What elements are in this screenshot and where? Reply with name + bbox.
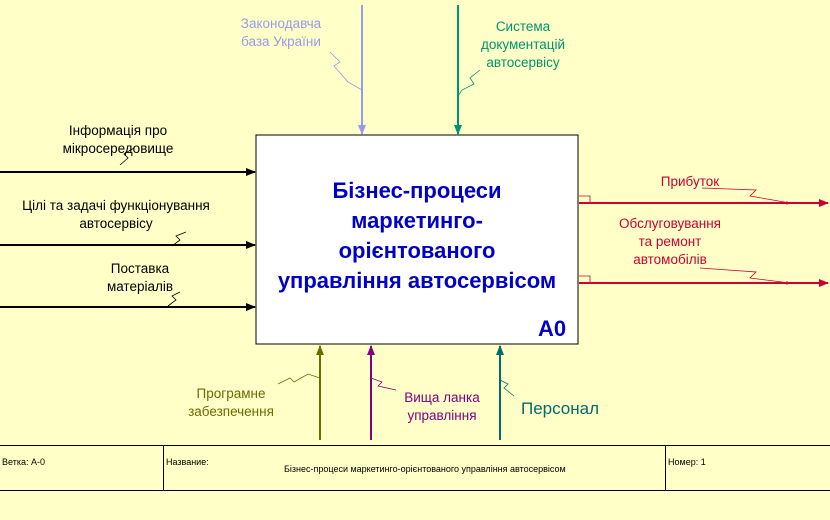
mechanism-arrow-personnel[interactable] <box>496 345 515 440</box>
control-label-legislation: Законодавча база України <box>226 15 336 51</box>
input-label-goals: Цілі та задачі функціонування автосервіс… <box>2 197 230 233</box>
footer-number-label: Номер: <box>668 457 699 467</box>
label-line: Обслуговування <box>619 216 721 231</box>
input-arrow-goals[interactable] <box>0 231 256 249</box>
footer-title-label: Название: <box>166 457 209 467</box>
label-line: Інформація про <box>68 123 168 138</box>
input-arrow-microenvironment[interactable] <box>0 147 256 176</box>
control-arrow-legislation[interactable] <box>329 5 366 135</box>
input-label-microenvironment: Інформація про мікросередовище <box>48 122 188 158</box>
footer-node: Ветка: A-0 <box>2 457 45 467</box>
label-line: та ремонт <box>638 234 702 249</box>
label-line: Цілі та задачі функціонування <box>22 198 210 213</box>
footer-node-label: Ветка: <box>2 457 29 467</box>
label-line: управління <box>407 408 477 423</box>
label-line: Програмне <box>196 386 266 401</box>
output-arrow-service[interactable] <box>579 267 829 287</box>
idef0-diagram: Бізнес-процеси маркетинго- орієнтованого… <box>0 5 829 440</box>
footer-number-cell: Номер: 1 <box>665 446 830 490</box>
mechanism-arrow-management[interactable] <box>367 345 397 440</box>
control-arrow-documentation[interactable] <box>454 5 481 135</box>
activity-title-line: Бізнес-процеси <box>332 178 502 203</box>
label-line: Законодавча <box>240 16 322 31</box>
input-label-supply: Поставка матеріалів <box>80 260 200 296</box>
activity-title-line: маркетинго- <box>351 208 483 233</box>
control-label-documentation: Система документацій автосервісу <box>468 18 578 72</box>
label-line: Система <box>495 19 551 34</box>
label-line: документацій <box>480 37 566 52</box>
label-line: матеріалів <box>106 279 174 294</box>
label-line: мікросередовище <box>62 141 174 156</box>
footer-title-cell: Название: Бізнес-процеси маркетинго-оріє… <box>163 446 666 490</box>
label-line: автосервісу <box>486 55 560 70</box>
label-line: Прибуток <box>660 174 720 189</box>
label-line: Персонал <box>520 399 600 418</box>
output-label-service: Обслуговування та ремонт автомобілів <box>606 215 734 269</box>
mechanism-label-management: Вища ланка управління <box>386 389 498 425</box>
footer-number-value: 1 <box>700 457 706 467</box>
label-line: автосервісу <box>79 216 153 231</box>
activity-title-line: орієнтованого <box>338 238 496 263</box>
footer-title-value: Бізнес-процеси маркетинго-орієнтованого … <box>284 464 566 474</box>
label-line: Поставка <box>110 261 170 276</box>
activity-number: A0 <box>538 316 567 341</box>
label-line: Вища ланка <box>404 390 480 405</box>
activity-title-line: управління автосервісом <box>277 268 557 293</box>
label-line: база України <box>241 34 321 49</box>
label-line: забезпечення <box>188 404 274 419</box>
mechanism-arrow-software[interactable] <box>277 345 324 440</box>
output-label-profit: Прибуток <box>640 173 740 191</box>
diagram-footer: Ветка: A-0 Название: Бізнес-процеси марк… <box>0 445 830 491</box>
footer-number: Номер: 1 <box>668 457 706 467</box>
activity-box[interactable] <box>255 134 579 345</box>
diagram-canvas <box>0 5 829 440</box>
mechanism-label-personnel: Персонал <box>510 398 610 420</box>
mechanism-label-software: Програмне забезпечення <box>172 385 290 421</box>
footer-node-cell: Ветка: A-0 <box>0 446 163 490</box>
activity-title: Бізнес-процеси маркетинго- орієнтованого… <box>256 176 578 296</box>
label-line: автомобілів <box>633 252 707 267</box>
input-arrow-supply[interactable] <box>0 291 256 311</box>
footer-node-value: A-0 <box>31 457 46 467</box>
output-arrow-profit[interactable] <box>579 187 829 207</box>
